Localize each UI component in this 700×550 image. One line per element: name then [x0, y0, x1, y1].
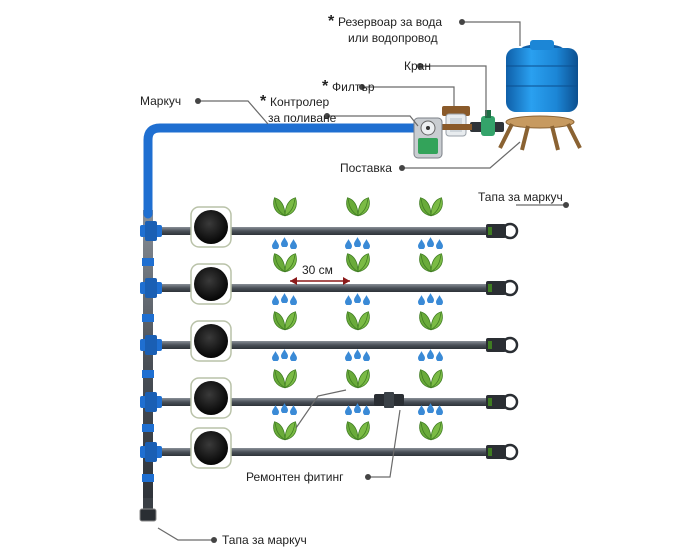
- manifold-pipe: [143, 210, 153, 508]
- drip-emitter-icon: [190, 427, 232, 469]
- reservoir-label-line2: или водопровод: [348, 31, 438, 45]
- hose-cap-icon: [486, 336, 519, 354]
- tap-label: Кран: [404, 59, 431, 73]
- repair-fitting: [374, 392, 404, 408]
- controller-label-line1: Контролер: [270, 95, 330, 109]
- filter-unit: [440, 106, 472, 137]
- drip-line: [150, 448, 488, 456]
- leader-lines: [157, 21, 566, 541]
- tee-connector-body: [145, 335, 157, 355]
- tee-connector-body: [145, 221, 157, 241]
- manifold-coupler: [142, 370, 154, 378]
- drip-line-row: [140, 427, 519, 469]
- controller-asterisk: *: [260, 93, 267, 110]
- manifold-coupler: [142, 474, 154, 482]
- water-tank: [506, 40, 578, 112]
- drip-emitter-icon: [190, 320, 232, 362]
- hose-cap-icon: [486, 393, 519, 411]
- reservoir-asterisk: *: [328, 13, 335, 30]
- main-hose: [143, 123, 423, 219]
- drip-line: [150, 284, 488, 292]
- filter-label: Филтър: [332, 80, 375, 94]
- hose-cap-bottom-label: Тапа за маркуч: [222, 533, 307, 547]
- drip-line-row: [140, 206, 519, 248]
- drip-emitter-icon: [190, 206, 232, 248]
- repair-fitting-label: Ремонтен фитинг: [246, 470, 344, 484]
- drip-line: [150, 398, 488, 406]
- spacing-dimension: 30 см: [290, 263, 350, 285]
- spacing-label: 30 см: [302, 263, 333, 277]
- hose-label: Маркуч: [140, 94, 181, 108]
- drip-line-row: [140, 377, 519, 419]
- irrigation-controller: [413, 117, 443, 159]
- manifold-coupler: [142, 258, 154, 266]
- hose-cap-icon: [486, 222, 519, 240]
- manifold-coupler: [142, 424, 154, 432]
- manifold-coupler: [142, 314, 154, 322]
- tank-stand: [498, 115, 582, 151]
- hose-cap-icon: [486, 443, 519, 461]
- leader-dots: [195, 19, 569, 543]
- drip-emitter-icon: [190, 377, 232, 419]
- drip-line-row: [140, 320, 519, 362]
- drip-line: [150, 227, 488, 235]
- tee-connector-body: [145, 442, 157, 462]
- tap-valve: [470, 110, 504, 136]
- tee-connector-body: [145, 392, 157, 412]
- reservoir-label-line1: Резервоар за вода: [338, 15, 442, 29]
- hose-cap-icon: [486, 279, 519, 297]
- hose-cap-bottom-icon: [139, 498, 157, 522]
- drip-line: [150, 341, 488, 349]
- filter-asterisk: *: [322, 78, 329, 95]
- tee-connector-body: [145, 278, 157, 298]
- hose-cap-right-label: Тапа за маркуч: [478, 190, 563, 204]
- drip-line-row: [140, 263, 519, 305]
- drip-emitter-icon: [190, 263, 232, 305]
- stand-label: Поставка: [340, 161, 392, 175]
- controller-label-line2: за поливане: [268, 111, 337, 125]
